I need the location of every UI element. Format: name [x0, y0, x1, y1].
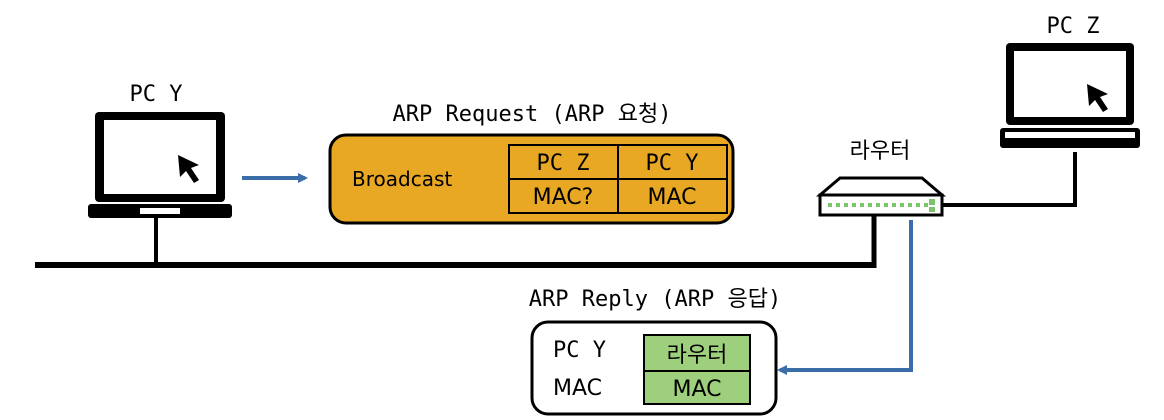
broadcast-label: Broadcast — [352, 167, 452, 191]
laptop-icon — [1000, 43, 1140, 148]
reply-arrow — [777, 220, 913, 375]
arp-reply-title: ARP Reply (ARP 응답) — [529, 287, 781, 312]
pc-z-label: PC Z — [1047, 14, 1100, 39]
arp-request-box: ARP Request (ARP 요청) Broadcast PC Z PC Y… — [328, 102, 735, 225]
request-sender-mac: MAC — [647, 185, 696, 210]
pc-z: PC Z — [1000, 14, 1140, 148]
arp-request-title: ARP Request (ARP 요청) — [393, 102, 672, 127]
reply-value-mac: MAC — [672, 377, 721, 402]
laptop-icon — [88, 112, 232, 218]
cursor-icon — [1087, 84, 1108, 112]
arp-reply-table: 라우터 MAC — [643, 334, 751, 405]
reply-value-ip: 라우터 — [667, 343, 728, 368]
arp-reply-box: ARP Reply (ARP 응답) PC Y MAC 라우터 MAC — [529, 287, 781, 416]
reply-row-label-mac: MAC — [553, 376, 602, 401]
arp-request-table: PC Z PC Y MAC? MAC — [508, 144, 728, 214]
router-icon — [815, 176, 947, 217]
request-target-ip: PC Z — [537, 151, 590, 176]
cursor-icon — [178, 155, 199, 183]
router-pcz-link — [942, 152, 1077, 207]
pc-y-label: PC Y — [130, 82, 183, 107]
router: 라우터 — [815, 139, 1077, 268]
request-sender-ip: PC Y — [646, 151, 699, 176]
router-label: 라우터 — [850, 139, 911, 164]
pc-y: PC Y — [88, 82, 232, 265]
reply-row-label-ip: PC Y — [553, 338, 606, 363]
request-target-mac: MAC? — [533, 185, 594, 210]
